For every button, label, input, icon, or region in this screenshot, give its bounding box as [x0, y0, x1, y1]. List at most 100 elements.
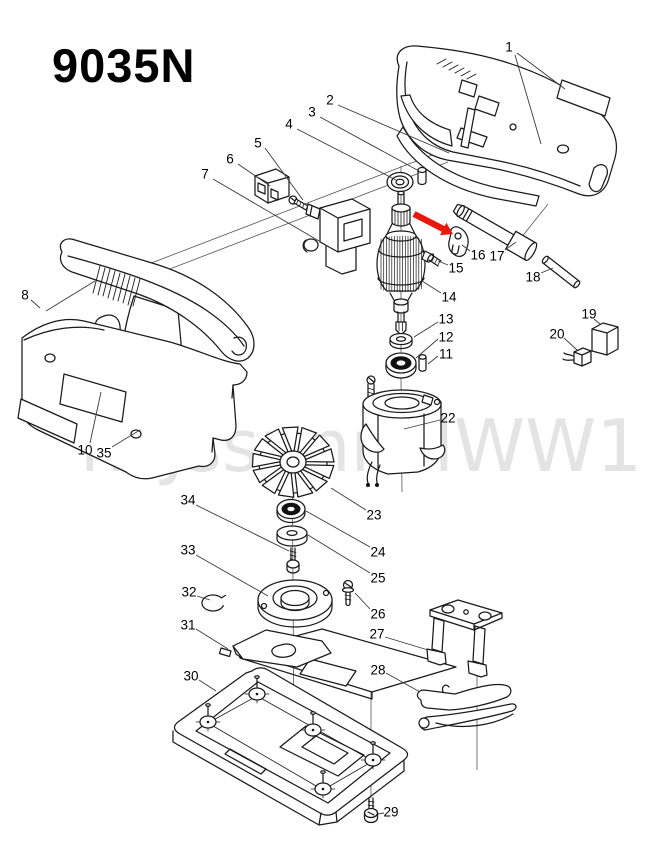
flange-illustration: [257, 579, 333, 628]
callout-number-28: 28: [370, 663, 385, 678]
callout-number-26: 26: [370, 607, 385, 622]
callout-leader-2: [337, 104, 450, 154]
callout-leader-6: [237, 163, 271, 187]
callout-number-16: 16: [470, 248, 485, 263]
callout-number-23: 23: [366, 508, 381, 523]
pin-11-illustration: [418, 354, 427, 372]
callout-number-31: 31: [180, 618, 195, 633]
washer-13-illustration: [389, 332, 413, 350]
base-pad: [195, 703, 221, 732]
callout-leader-33: [195, 554, 269, 597]
callout-number-19: 19: [581, 307, 596, 322]
callout-leader-23: [330, 487, 367, 511]
callout-number-5: 5: [254, 136, 262, 151]
screw-29-illustration: [363, 797, 379, 824]
stator-illustration: [360, 375, 446, 487]
carbon-brush-illustration: [591, 322, 619, 356]
base-pad: [360, 741, 386, 770]
callout-number-24: 24: [370, 545, 386, 560]
callout-leader-25: [307, 534, 371, 574]
armature-hatch: [380, 235, 422, 293]
label-plate-illustration: [556, 79, 611, 117]
callout-leader-32: [196, 595, 211, 601]
callout-number-8: 8: [21, 288, 29, 303]
bearing-24-illustration: [276, 498, 306, 524]
callout-leader-1: [516, 52, 566, 90]
washer-25-illustration: [276, 525, 308, 547]
callout-leader-30: [198, 679, 217, 692]
callout-leader-4: [296, 128, 397, 181]
screw-15-illustration: [421, 250, 442, 267]
callout-number-29: 29: [383, 805, 398, 820]
callout-number-17: 17: [489, 249, 504, 264]
callout-number-14: 14: [441, 290, 457, 305]
callout-leader-3: [319, 116, 420, 172]
red-arrow: [412, 211, 453, 236]
callout-leader-12: [415, 338, 439, 359]
base-pads: [195, 675, 386, 799]
base-pad: [300, 711, 326, 740]
screw-26-illustration: [341, 579, 355, 607]
upper-housing-illustration: [396, 45, 617, 207]
callout-number-3: 3: [308, 105, 316, 120]
pin-3-illustration: [417, 166, 427, 186]
armature-illustration: [376, 190, 426, 336]
callout-leader-1: [514, 54, 542, 145]
callout-number-20: 20: [549, 327, 564, 342]
callout-leader-19: [593, 318, 601, 325]
callout-leader-17: [504, 241, 517, 251]
callout-leader-13: [413, 321, 439, 338]
callout-number-7: 7: [201, 167, 209, 182]
callout-number-12: 12: [438, 330, 453, 345]
callout-leader-34: [195, 504, 290, 552]
vent-lines: [92, 265, 141, 307]
callout-number-15: 15: [448, 261, 463, 276]
callout-number-11: 11: [439, 347, 453, 362]
callout-leader-31: [195, 628, 229, 650]
line-art: [17, 45, 619, 826]
callout-leader-15: [437, 260, 449, 266]
brush-holder-illustration: [562, 347, 592, 367]
callout-leader-22: [403, 419, 441, 430]
fan-illustration: [251, 426, 335, 498]
callout-number-22: 22: [440, 411, 455, 426]
callout-number-34: 34: [180, 493, 196, 508]
callout-number-10: 10: [77, 443, 92, 458]
callout-number-25: 25: [370, 571, 385, 586]
connector-illustration: [254, 168, 290, 204]
callout-leader-16: [461, 244, 471, 252]
callout-number-32: 32: [181, 585, 196, 600]
screw-5-illustration: [288, 195, 321, 220]
retaining-ring-illustration: [201, 594, 227, 612]
callout-leader-24: [305, 510, 371, 548]
shaft-17-illustration: [452, 203, 538, 261]
handle-grip: [59, 238, 255, 362]
callout-number-33: 33: [180, 543, 195, 558]
callout-number-4: 4: [285, 117, 293, 132]
switch-illustration: [302, 198, 371, 275]
base-illustration: [172, 667, 409, 826]
page-title: 9035N: [52, 39, 196, 92]
callout-leader-14: [421, 280, 442, 294]
callout-leader-35: [111, 429, 141, 448]
bracket-illustration: [426, 599, 503, 678]
rod-18-illustration: [541, 255, 581, 289]
left-housing-illustration: [21, 238, 255, 480]
callout-number-27: 27: [369, 627, 384, 642]
callout-number-13: 13: [438, 312, 453, 327]
callout-leader-11: [427, 355, 439, 365]
callout-number-2: 2: [326, 93, 334, 108]
callout-number-35: 35: [96, 446, 111, 461]
name-plate-illustration: [17, 398, 78, 444]
vent-hatch: [436, 58, 477, 80]
callout-leader-18: [540, 267, 554, 274]
callout-leader-27: [384, 636, 429, 651]
lever-arm-illustration: [218, 629, 332, 668]
callout-number-30: 30: [183, 669, 198, 684]
callout-leader-26: [354, 592, 371, 610]
base-pad: [244, 675, 270, 704]
clamper-illustration: [416, 683, 517, 731]
callout-leader-5: [264, 147, 304, 201]
